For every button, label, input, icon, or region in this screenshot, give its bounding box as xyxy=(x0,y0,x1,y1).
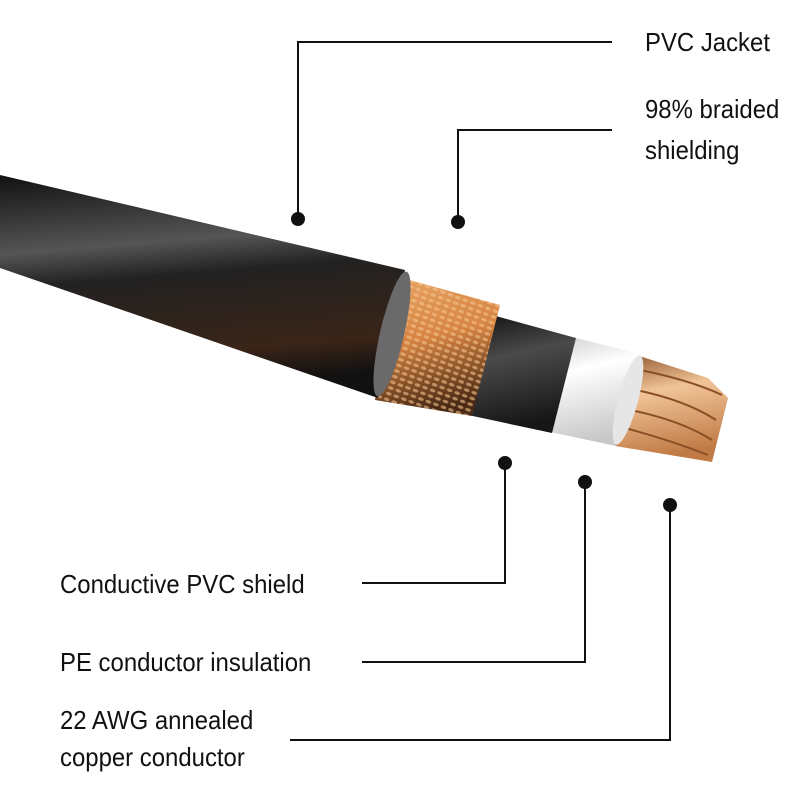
leader-braided-shielding xyxy=(457,129,612,222)
leader-pe-insulation xyxy=(362,482,586,663)
pe-insulation xyxy=(550,337,644,446)
dot-copper-conductor xyxy=(663,498,677,512)
pvc-jacket xyxy=(0,175,411,398)
label-conductive-shield: Conductive PVC shield xyxy=(60,569,305,599)
copper-conductor xyxy=(615,353,728,462)
label-pe-insulation: PE conductor insulation xyxy=(60,647,312,677)
dot-conductive-shield xyxy=(498,456,512,470)
leader-copper-conductor xyxy=(290,505,671,741)
label-braided-line1: 98% braided xyxy=(645,94,780,124)
label-copper-line2: copper conductor xyxy=(60,742,245,772)
leader-conductive-shield xyxy=(362,463,506,584)
dot-pe-insulation xyxy=(578,475,592,489)
conductive-pvc-shield xyxy=(468,315,576,433)
label-copper-line1: 22 AWG annealed xyxy=(60,705,254,735)
label-braided-line2: shielding xyxy=(645,135,740,165)
label-pvc-jacket: PVC Jacket xyxy=(645,27,770,57)
dot-braided-shielding xyxy=(451,215,465,229)
leader-pvc-jacket xyxy=(297,41,612,218)
dot-pvc-jacket xyxy=(291,212,305,226)
leader-lines xyxy=(290,41,671,741)
